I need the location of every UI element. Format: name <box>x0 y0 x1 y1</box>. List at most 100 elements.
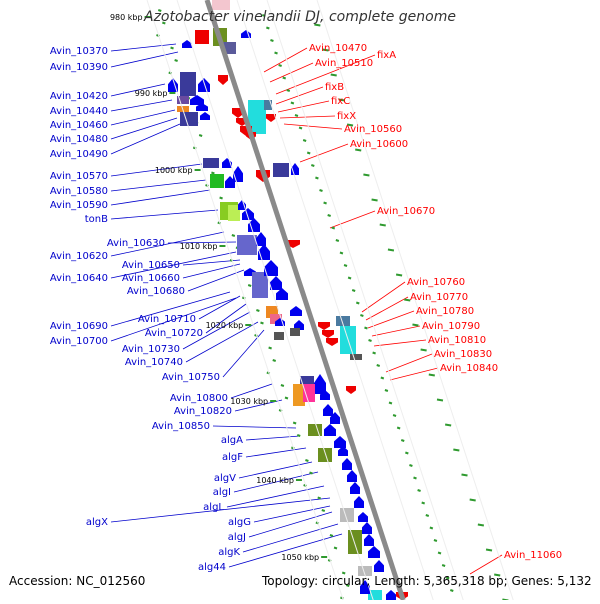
gene-label-left[interactable]: Avin_10390 <box>50 62 108 73</box>
gene-label-left[interactable]: algF <box>222 452 243 463</box>
gene-label-left[interactable]: algA <box>221 435 243 446</box>
gene-box[interactable] <box>336 316 350 326</box>
gene-box[interactable] <box>248 100 266 134</box>
forward-gene-arrow[interactable] <box>368 546 380 558</box>
gene-label-right[interactable]: Avin_10560 <box>344 124 402 135</box>
gene-box[interactable] <box>195 30 209 44</box>
forward-gene-arrow[interactable] <box>354 496 364 508</box>
gene-box[interactable] <box>273 163 289 177</box>
forward-gene-arrow[interactable] <box>386 590 396 600</box>
gene-label-right[interactable]: fixC <box>331 96 350 107</box>
forward-gene-arrow[interactable] <box>264 260 278 276</box>
gene-label-left[interactable]: Avin_10800 <box>170 393 228 404</box>
gene-label-left[interactable]: Avin_10680 <box>127 286 185 297</box>
gene-label-left[interactable]: alg44 <box>198 562 226 573</box>
gene-box[interactable] <box>270 314 282 324</box>
gene-box[interactable] <box>318 448 332 462</box>
gene-label-left[interactable]: Avin_10850 <box>152 421 210 432</box>
reverse-gene-arrow[interactable] <box>318 322 330 330</box>
forward-gene-arrow[interactable] <box>225 176 235 188</box>
gene-label-left[interactable]: Avin_10490 <box>50 149 108 160</box>
gene-label-left[interactable]: Avin_10660 <box>122 273 180 284</box>
gene-box[interactable] <box>308 424 322 436</box>
forward-gene-arrow[interactable] <box>338 446 348 456</box>
forward-gene-arrow[interactable] <box>324 424 336 436</box>
reverse-gene-arrow[interactable] <box>326 338 338 346</box>
forward-gene-arrow[interactable] <box>242 208 254 220</box>
gene-label-left[interactable]: Avin_10620 <box>50 251 108 262</box>
reverse-gene-arrow[interactable] <box>218 75 228 85</box>
forward-gene-arrow[interactable] <box>238 200 246 210</box>
gene-label-left[interactable]: Avin_10480 <box>50 134 108 145</box>
forward-gene-arrow[interactable] <box>233 166 243 182</box>
gene-label-left[interactable]: Avin_10730 <box>122 344 180 355</box>
forward-gene-arrow[interactable] <box>347 470 357 482</box>
forward-gene-arrow[interactable] <box>200 112 210 120</box>
gene-label-left[interactable]: Avin_10690 <box>50 321 108 332</box>
gene-label-left[interactable]: Avin_10750 <box>162 372 220 383</box>
gene-label-right[interactable]: Avin_11060 <box>504 550 562 561</box>
gene-label-right[interactable]: Avin_10600 <box>350 139 408 150</box>
forward-gene-arrow[interactable] <box>374 560 384 572</box>
gene-box[interactable] <box>180 112 198 126</box>
gene-box[interactable] <box>228 205 240 221</box>
forward-gene-arrow[interactable] <box>290 306 302 316</box>
gene-label-left[interactable]: Avin_10630 <box>107 238 165 249</box>
gene-box[interactable] <box>237 235 257 255</box>
gene-label-left[interactable]: algG <box>228 517 251 528</box>
gene-box[interactable] <box>290 328 300 336</box>
gene-label-right[interactable]: Avin_10760 <box>407 277 465 288</box>
gene-label-left[interactable]: Avin_10570 <box>50 171 108 182</box>
gene-label-right[interactable]: Avin_10770 <box>410 292 468 303</box>
gene-label-left[interactable]: algL <box>203 502 224 513</box>
gene-label-right[interactable]: Avin_10840 <box>440 363 498 374</box>
gene-box[interactable] <box>203 158 219 168</box>
gene-label-left[interactable]: Avin_10720 <box>145 328 203 339</box>
gene-box[interactable] <box>212 0 230 10</box>
gene-label-left[interactable]: Avin_10590 <box>50 200 108 211</box>
gene-box[interactable] <box>358 566 372 576</box>
gene-label-right[interactable]: Avin_10670 <box>377 206 435 217</box>
forward-gene-arrow[interactable] <box>276 288 288 300</box>
gene-label-left[interactable]: algI <box>213 487 231 498</box>
gene-box[interactable] <box>303 384 315 402</box>
gene-label-right[interactable]: fixB <box>325 82 344 93</box>
forward-gene-arrow[interactable] <box>358 512 368 522</box>
gene-box[interactable] <box>210 174 224 188</box>
forward-gene-arrow[interactable] <box>342 458 352 470</box>
gene-label-left[interactable]: algK <box>218 547 240 558</box>
gene-label-left[interactable]: Avin_10710 <box>138 314 196 325</box>
gene-box[interactable] <box>368 590 382 600</box>
forward-gene-arrow[interactable] <box>196 103 208 111</box>
forward-gene-arrow[interactable] <box>198 78 210 92</box>
gene-label-right[interactable]: fixA <box>377 50 396 61</box>
forward-gene-arrow[interactable] <box>190 95 204 105</box>
gene-label-left[interactable]: Avin_10740 <box>125 357 183 368</box>
gene-label-left[interactable]: Avin_10460 <box>50 120 108 131</box>
gene-label-left[interactable]: Avin_10440 <box>50 106 108 117</box>
gene-label-right[interactable]: Avin_10790 <box>422 321 480 332</box>
gene-box[interactable] <box>264 100 272 110</box>
reverse-gene-arrow[interactable] <box>346 386 356 394</box>
forward-gene-arrow[interactable] <box>330 412 340 424</box>
gene-label-left[interactable]: Avin_10650 <box>122 260 180 271</box>
gene-box[interactable] <box>180 72 196 96</box>
gene-box[interactable] <box>252 272 268 298</box>
gene-label-left[interactable]: algV <box>214 473 236 484</box>
gene-label-right[interactable]: fixX <box>337 111 356 122</box>
gene-label-left[interactable]: Avin_10820 <box>174 406 232 417</box>
forward-gene-arrow[interactable] <box>314 374 326 394</box>
gene-label-left[interactable]: Avin_10420 <box>50 91 108 102</box>
forward-gene-arrow[interactable] <box>256 232 266 246</box>
gene-label-left[interactable]: Avin_10370 <box>50 46 108 57</box>
gene-label-left[interactable]: Avin_10640 <box>50 273 108 284</box>
gene-label-left[interactable]: Avin_10700 <box>50 336 108 347</box>
forward-gene-arrow[interactable] <box>364 534 374 546</box>
forward-gene-arrow[interactable] <box>294 320 304 330</box>
gene-label-left[interactable]: tonB <box>85 214 108 225</box>
reverse-gene-arrow[interactable] <box>266 114 276 122</box>
forward-gene-arrow[interactable] <box>362 522 372 534</box>
gene-label-left[interactable]: Avin_10580 <box>50 186 108 197</box>
gene-box[interactable] <box>340 508 354 522</box>
forward-gene-arrow[interactable] <box>334 436 346 448</box>
